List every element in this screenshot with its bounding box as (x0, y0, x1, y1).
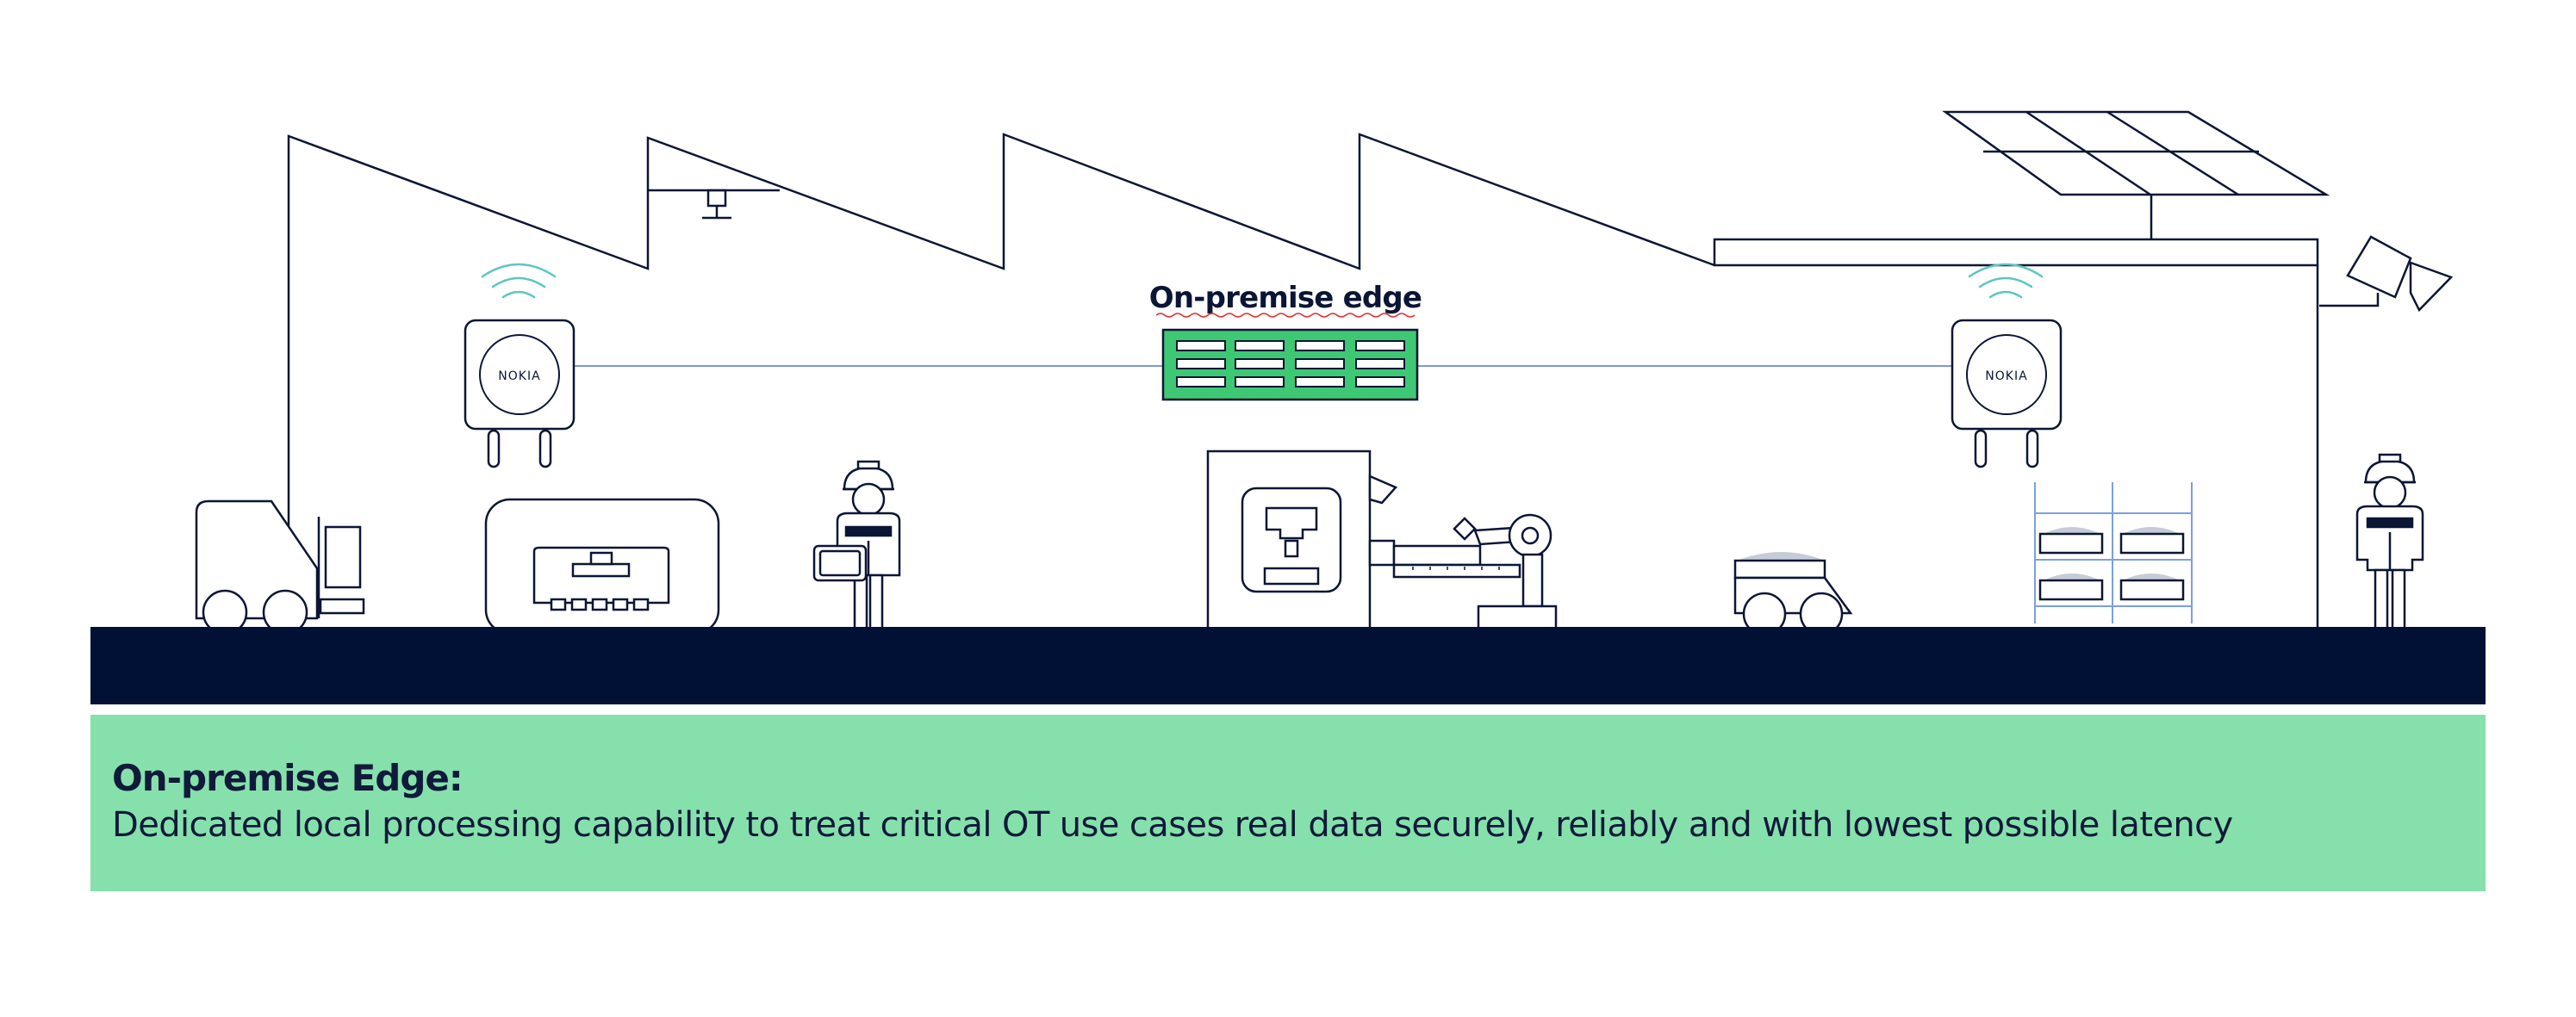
storage-rack (2034, 482, 2193, 623)
access-point-left: NOKIA (464, 263, 576, 468)
edge-server-rack (1161, 328, 1419, 401)
factory-floor (90, 627, 2486, 704)
caption-box: On-premise Edge: Dedicated local process… (90, 715, 2486, 891)
security-camera-icon (2319, 235, 2454, 313)
nokia-logo-right: NOKIA (1985, 369, 2027, 383)
roof-beam (1713, 238, 2319, 267)
access-point-right: NOKIA (1951, 263, 2063, 468)
wifi-signal-icon (1968, 263, 2044, 299)
caption-title: On-premise Edge: (112, 757, 464, 799)
cnc-machine (1206, 450, 1372, 641)
factory-roof-outline (287, 133, 2319, 627)
worker-standing (2355, 453, 2424, 637)
caption-description: Dedicated local processing capability to… (112, 805, 2233, 845)
edge-server-label: On-premise edge (1149, 281, 1422, 315)
robot-arm-conveyor (1368, 474, 1558, 636)
forklift (195, 499, 365, 636)
mobile-robot-agv (1733, 552, 1853, 636)
solar-panel (1942, 110, 2330, 239)
wifi-signal-icon (481, 263, 557, 299)
ceiling-mount (648, 189, 780, 220)
worker-with-tablet (812, 460, 901, 646)
nokia-logo-left: NOKIA (498, 369, 540, 383)
spellcheck-underline (1155, 313, 1416, 318)
production-machine (484, 498, 720, 636)
